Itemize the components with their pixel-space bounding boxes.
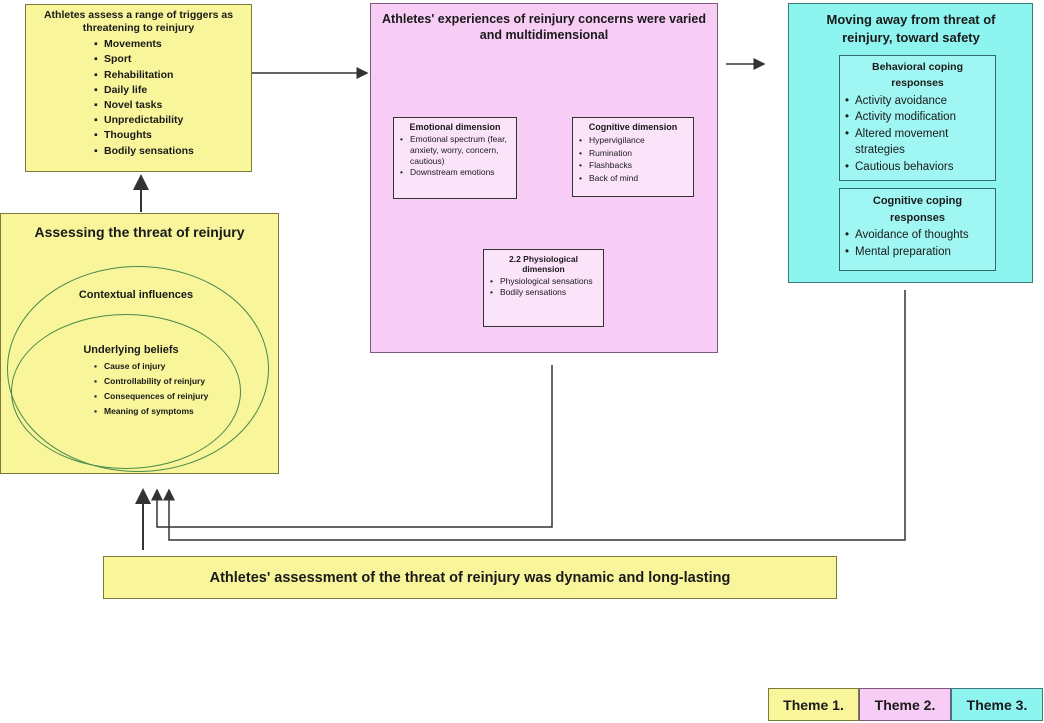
emotional-title: Emotional dimension (409, 122, 501, 132)
experiences-title: Athletes' experiences of reinjury concer… (382, 12, 706, 43)
triggers-title: Athletes assess a range of triggers as t… (43, 9, 234, 35)
physiological-list: Physiological sensations Bodily sensatio… (490, 276, 597, 298)
moving-away-title: Moving away from threat of reinjury, tow… (826, 12, 996, 45)
cognitive-dim-title: Cognitive dimension (588, 122, 678, 132)
behavioral-coping-item: Altered movement strategies (845, 126, 965, 159)
trigger-item: Novel tasks (94, 98, 243, 113)
physiological-item: Bodily sensations (490, 287, 597, 298)
legend-theme-1-label: Theme 1. (783, 696, 844, 713)
belief-item: Cause of injury (94, 361, 224, 372)
legend-theme-3-label: Theme 3. (966, 696, 1028, 713)
trigger-item: Sport (94, 52, 243, 67)
trigger-item: Thoughts (94, 128, 243, 143)
contextual-ellipse (7, 266, 269, 472)
behavioral-coping-item: Cautious behaviors (845, 159, 990, 176)
triggers-box: Athletes assess a range of triggers as t… (25, 4, 252, 172)
cognitive-coping-box: Cognitive coping responses Avoidance of … (839, 188, 996, 271)
cognitive-coping-title: Cognitive coping responses (872, 195, 963, 224)
beliefs-ellipse (11, 314, 241, 469)
dynamic-banner: Athletes' assessment of the threat of re… (103, 556, 837, 599)
legend-theme-3: Theme 3. (951, 688, 1043, 721)
trigger-item: Rehabilitation (94, 68, 243, 83)
behavioral-coping-title: Behavioral coping responses (871, 61, 964, 89)
belief-item: Meaning of symptoms (94, 406, 224, 417)
cognitive-dimension-box: Cognitive dimension Hypervigilance Rumin… (572, 117, 694, 197)
cognitive-dim-item: Flashbacks (579, 159, 687, 172)
behavioral-coping-item: Activity modification (845, 109, 990, 126)
beliefs-label: Underlying beliefs (83, 344, 179, 356)
trigger-item: Movements (94, 37, 243, 52)
emotional-dimension-box: Emotional dimension Emotional spectrum (… (393, 117, 517, 199)
cognitive-dim-list: Hypervigilance Rumination Flashbacks Bac… (579, 134, 687, 184)
beliefs-list: Cause of injury Controllability of reinj… (94, 361, 224, 417)
contextual-label: Contextual influences (78, 289, 194, 301)
experiences-box: Athletes' experiences of reinjury concer… (370, 3, 718, 353)
triggers-list: Movements Sport Rehabilitation Daily lif… (94, 37, 243, 159)
cognitive-coping-item: Mental preparation (845, 244, 990, 261)
emotional-item: Emotional spectrum (fear, anxiety, worry… (400, 134, 510, 167)
behavioral-coping-list: Activity avoidance Activity modification… (845, 93, 990, 176)
trigger-item: Daily life (94, 83, 243, 98)
legend-theme-1: Theme 1. (768, 688, 859, 721)
physiological-title: 2.2 Physiological dimension (509, 254, 578, 274)
cognitive-dim-item: Hypervigilance (579, 134, 687, 147)
cognitive-dim-item: Back of mind (579, 172, 687, 185)
moving-away-box: Moving away from threat of reinjury, tow… (788, 3, 1033, 283)
emotional-item: Downstream emotions (400, 167, 510, 178)
theme-legend: Theme 1. Theme 2. Theme 3. (768, 688, 1043, 721)
belief-item: Controllability of reinjury (94, 376, 224, 387)
physiological-item: Physiological sensations (490, 276, 597, 287)
arrow-moving-feedback (163, 290, 906, 541)
arrow-experiences-feedback (151, 365, 553, 528)
behavioral-coping-item: Activity avoidance (845, 93, 990, 110)
cognitive-dim-item: Rumination (579, 147, 687, 160)
cognitive-coping-item: Avoidance of thoughts (845, 227, 990, 244)
assessing-box: Assessing the threat of reinjury Context… (0, 213, 279, 474)
dynamic-banner-text: Athletes' assessment of the threat of re… (209, 569, 731, 586)
behavioral-coping-box: Behavioral coping responses Activity avo… (839, 55, 996, 181)
trigger-item: Bodily sensations (94, 144, 243, 159)
belief-item: Consequences of reinjury (94, 391, 224, 402)
legend-theme-2: Theme 2. (859, 688, 951, 721)
physiological-dimension-box: 2.2 Physiological dimension Physiologica… (483, 249, 604, 327)
legend-theme-2-label: Theme 2. (874, 696, 936, 713)
cognitive-coping-list: Avoidance of thoughts Mental preparation (845, 227, 990, 260)
assessing-title: Assessing the threat of reinjury (34, 224, 245, 240)
emotional-list: Emotional spectrum (fear, anxiety, worry… (400, 134, 510, 178)
trigger-item: Unpredictability (94, 113, 243, 128)
